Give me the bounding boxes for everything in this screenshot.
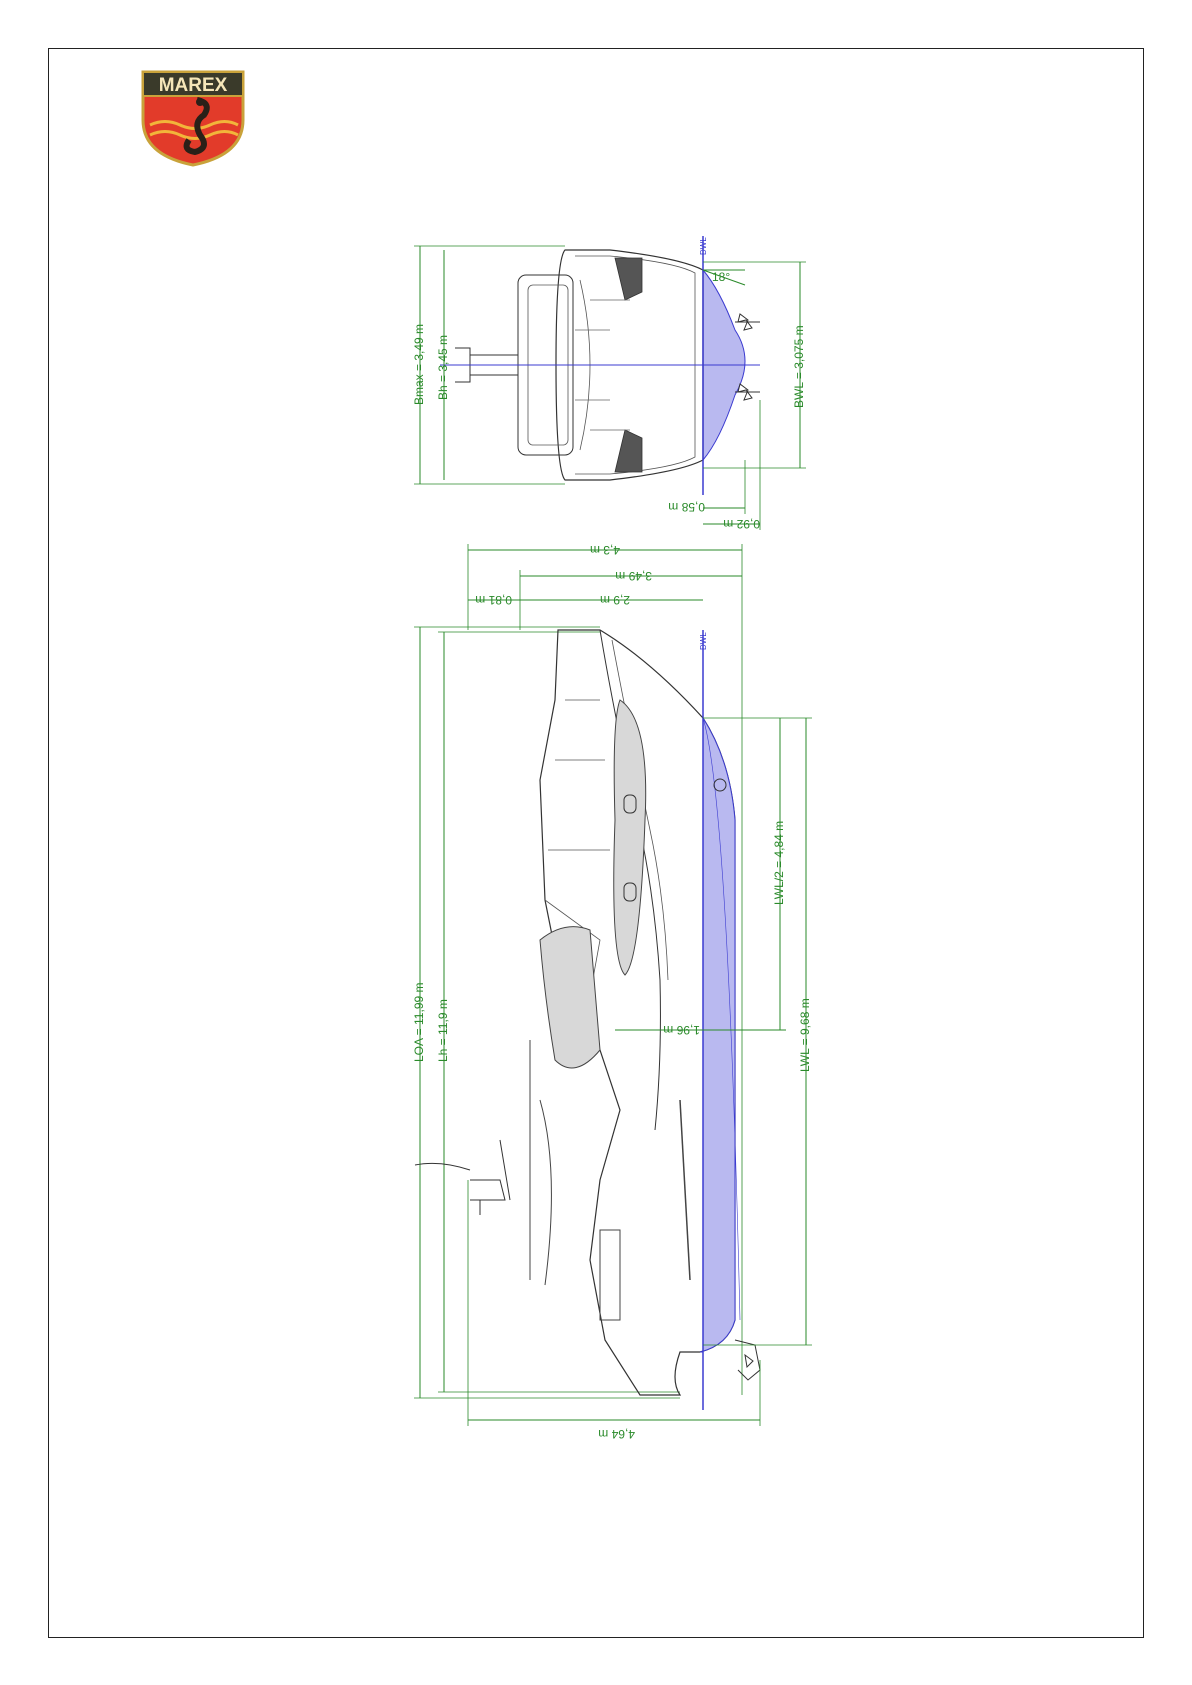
front-view: DWL 18° Bmax = 3,49 m Bh = 3,45 m BWL = … bbox=[412, 236, 806, 531]
front-dwl-label: DWL bbox=[699, 237, 708, 255]
height-total-label: 4,3 m bbox=[590, 543, 620, 557]
marex-logo: MAREX bbox=[143, 72, 243, 165]
lwl-half-label: LWL/2 = 4,84 m bbox=[772, 821, 786, 905]
height-2-9-label: 2,9 m bbox=[600, 593, 630, 607]
bh-label: Bh = 3,45 m bbox=[436, 335, 450, 400]
deadrise-angle-label: 18° bbox=[712, 270, 730, 284]
propeller-left-icon bbox=[735, 314, 760, 330]
lwl-label: LWL = 9,68 m bbox=[798, 998, 812, 1072]
draft-total-label: 0,92 m bbox=[723, 517, 760, 531]
lh-label: Lh = 11,9 m bbox=[436, 999, 450, 1062]
loa-label: LOA = 11,99 m bbox=[412, 983, 426, 1063]
side-dwl-label: DWL bbox=[699, 632, 708, 650]
height-0-81-label: 0,81 m bbox=[475, 593, 512, 607]
outdrive-icon bbox=[735, 1340, 760, 1380]
logo-text: MAREX bbox=[159, 75, 228, 96]
height-3-49-label: 3,49 m bbox=[615, 569, 652, 583]
bwl-label: BWL = 3,075 m bbox=[792, 325, 806, 408]
bmax-label: Bmax = 3,49 m bbox=[412, 324, 426, 405]
overall-height-label: 4,64 m bbox=[598, 1427, 635, 1441]
freeboard-mid-label: 1,96 m bbox=[663, 1023, 700, 1037]
side-view: 4,3 m 3,49 m 2,9 m 0,81 m LOA = 11,99 m … bbox=[412, 543, 812, 1441]
draft-hull-label: 0,58 m bbox=[668, 500, 705, 514]
